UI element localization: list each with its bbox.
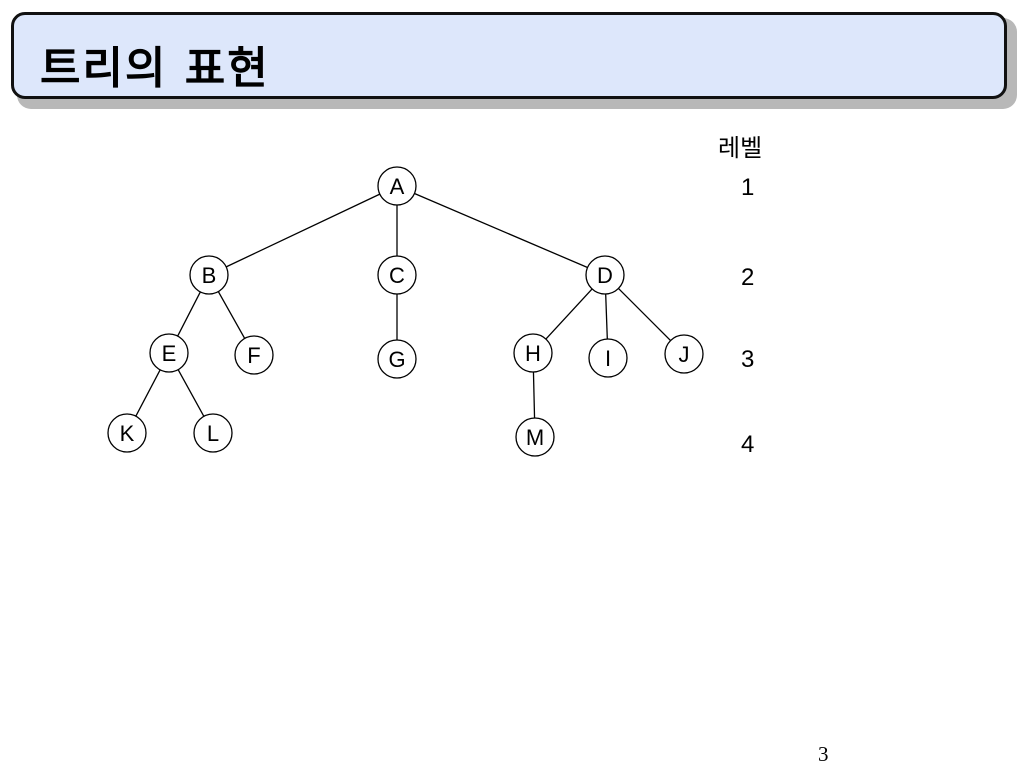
- tree-edge-h-m: [532, 371, 536, 419]
- tree-node-label: G: [388, 347, 405, 372]
- tree-node-circle: [234, 335, 274, 375]
- tree-edge-a-b: [225, 193, 381, 268]
- tree-node-g: G: [377, 339, 417, 379]
- tree-node-circle: [377, 166, 417, 206]
- slide-title: 트리의 표현: [40, 43, 270, 94]
- tree-edge-b-e: [177, 291, 201, 337]
- tree-node-k: K: [107, 413, 147, 453]
- tree-edge-b-f: [217, 291, 246, 339]
- tree-node-circle: [149, 333, 189, 373]
- tree-edges: [135, 192, 672, 419]
- tree-node-circle: [588, 338, 628, 378]
- tree-node-label: J: [679, 342, 690, 367]
- level-number-2: 2: [741, 264, 755, 291]
- tree-edge-d-i: [605, 293, 608, 340]
- tree-node-i: I: [588, 338, 628, 378]
- tree-node-b: B: [189, 255, 229, 295]
- tree-node-label: F: [247, 343, 260, 368]
- tree-edge-d-j: [617, 287, 672, 342]
- tree-node-label: M: [526, 425, 544, 450]
- tree-node-f: F: [234, 335, 274, 375]
- level-number-1: 1: [741, 174, 755, 201]
- tree-node-circle: [107, 413, 147, 453]
- tree-node-label: B: [202, 263, 217, 288]
- tree-node-circle: [515, 417, 555, 457]
- tree-node-label: D: [597, 263, 613, 288]
- tree-node-a: A: [377, 166, 417, 206]
- tree-node-circle: [377, 255, 417, 295]
- title-banner: 트리의 표현: [11, 12, 1007, 99]
- tree-edge-e-k: [135, 369, 161, 417]
- tree-node-label: C: [389, 263, 405, 288]
- tree-node-h: H: [513, 333, 553, 373]
- tree-node-label: H: [525, 341, 541, 366]
- level-header: 레벨: [718, 134, 763, 162]
- tree-node-c: C: [377, 255, 417, 295]
- tree-nodes: A B C D E F G H I J K L M: [107, 166, 704, 457]
- tree-edge-e-l: [177, 369, 205, 417]
- tree-node-circle: [664, 334, 704, 374]
- tree-node-label: L: [207, 421, 219, 446]
- level-number-3: 3: [741, 346, 755, 373]
- tree-edge-a-d: [414, 192, 588, 269]
- tree-node-e: E: [149, 333, 189, 373]
- tree-node-label: K: [120, 421, 135, 446]
- tree-node-j: J: [664, 334, 704, 374]
- tree-node-circle: [585, 255, 625, 295]
- tree-node-m: M: [515, 417, 555, 457]
- level-number-4: 4: [741, 431, 755, 458]
- tree-node-circle: [193, 413, 233, 453]
- tree-node-circle: [513, 333, 553, 373]
- page-number: 3: [818, 742, 829, 766]
- tree-node-circle: [189, 255, 229, 295]
- tree-node-l: L: [193, 413, 233, 453]
- tree-node-label: I: [605, 346, 611, 371]
- tree-node-label: E: [162, 341, 177, 366]
- tree-node-d: D: [585, 255, 625, 295]
- tree-node-label: A: [390, 174, 405, 199]
- tree-edge-d-h: [545, 288, 593, 340]
- tree-node-circle: [377, 339, 417, 379]
